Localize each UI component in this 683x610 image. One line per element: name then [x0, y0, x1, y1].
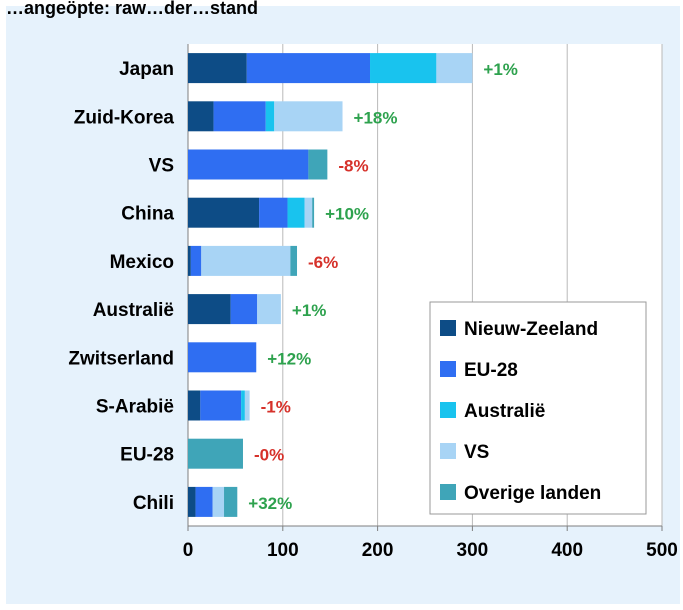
change-label: +18%	[354, 108, 398, 127]
legend-box	[429, 301, 647, 515]
legend-swatch	[440, 443, 456, 459]
bar-segment	[308, 149, 328, 180]
bar-segment	[312, 197, 315, 228]
bar-segment	[188, 245, 191, 276]
bar-segment	[188, 294, 231, 325]
bar-segment	[188, 197, 260, 228]
change-label: -6%	[308, 253, 338, 272]
stacked-bar-chart: 0 100 200 300 400 500 Japan +1% Zuid-Korea +18% VS…	[68, 44, 678, 561]
legend-label: VS	[464, 442, 489, 463]
bar-segment	[188, 342, 257, 373]
bar-segment	[188, 101, 214, 132]
legend-swatch	[440, 484, 456, 500]
bar-segment	[304, 197, 313, 228]
x-tick-label: 200	[362, 540, 394, 561]
bar-segment	[188, 53, 247, 84]
change-label: -0%	[254, 446, 284, 465]
legend-label: Overige landen	[464, 483, 601, 504]
legend-swatch	[440, 361, 456, 377]
bar-segment	[188, 486, 196, 517]
bar-segment	[244, 390, 250, 421]
x-tick-label: 0	[183, 540, 194, 561]
category-label: EU-28	[120, 445, 174, 466]
x-tick-label: 500	[646, 540, 678, 561]
bar-segment	[436, 53, 473, 84]
category-label: Mexico	[110, 252, 174, 273]
category-label: Chili	[133, 493, 174, 514]
legend-label: Australië	[464, 401, 545, 422]
chart-title: …angeöpte: raw…der…stand	[6, 0, 259, 18]
bar-segment	[188, 390, 201, 421]
bar-segment	[190, 245, 202, 276]
bar-segment	[265, 101, 275, 132]
bar-segment	[213, 101, 266, 132]
bar-segment	[188, 438, 243, 469]
x-tick-label: 400	[551, 540, 583, 561]
category-label: S-Arabië	[96, 397, 174, 418]
bar-segment	[257, 294, 281, 325]
chart-panel: …angeöpte: raw…der…stand 0 100 200 300 400 50…	[6, 0, 680, 604]
bar-segment	[200, 390, 242, 421]
change-label: +32%	[248, 494, 292, 513]
bar-segment	[246, 53, 371, 84]
bar-segment	[287, 197, 305, 228]
change-label: +1%	[292, 301, 327, 320]
bar-segment	[274, 101, 343, 132]
bar-segment	[241, 390, 245, 421]
bar-segment	[201, 245, 291, 276]
change-label: +1%	[483, 60, 518, 79]
change-label: +10%	[325, 205, 369, 224]
legend-swatch	[440, 320, 456, 336]
change-label: -1%	[261, 398, 291, 417]
bar-segment	[224, 486, 238, 517]
change-label: +12%	[267, 349, 311, 368]
category-label: Zwitserland	[68, 348, 174, 369]
category-label: VS	[149, 156, 174, 177]
bar-segment	[230, 294, 258, 325]
legend-label: Nieuw-Zeeland	[464, 319, 598, 340]
category-label: China	[121, 204, 174, 225]
bar-segment	[290, 245, 298, 276]
bar-segment	[370, 53, 437, 84]
bar-segment	[259, 197, 288, 228]
category-label: Zuid-Korea	[74, 107, 175, 128]
legend-label: EU-28	[464, 360, 518, 381]
category-label: Japan	[119, 59, 174, 80]
change-label: -8%	[338, 157, 368, 176]
bar-segment	[212, 486, 225, 517]
category-label: Australië	[93, 300, 174, 321]
x-tick-label: 300	[457, 540, 489, 561]
bar-segment	[195, 486, 213, 517]
bar-segment	[188, 149, 309, 180]
x-tick-label: 100	[267, 540, 299, 561]
legend-swatch	[440, 402, 456, 418]
